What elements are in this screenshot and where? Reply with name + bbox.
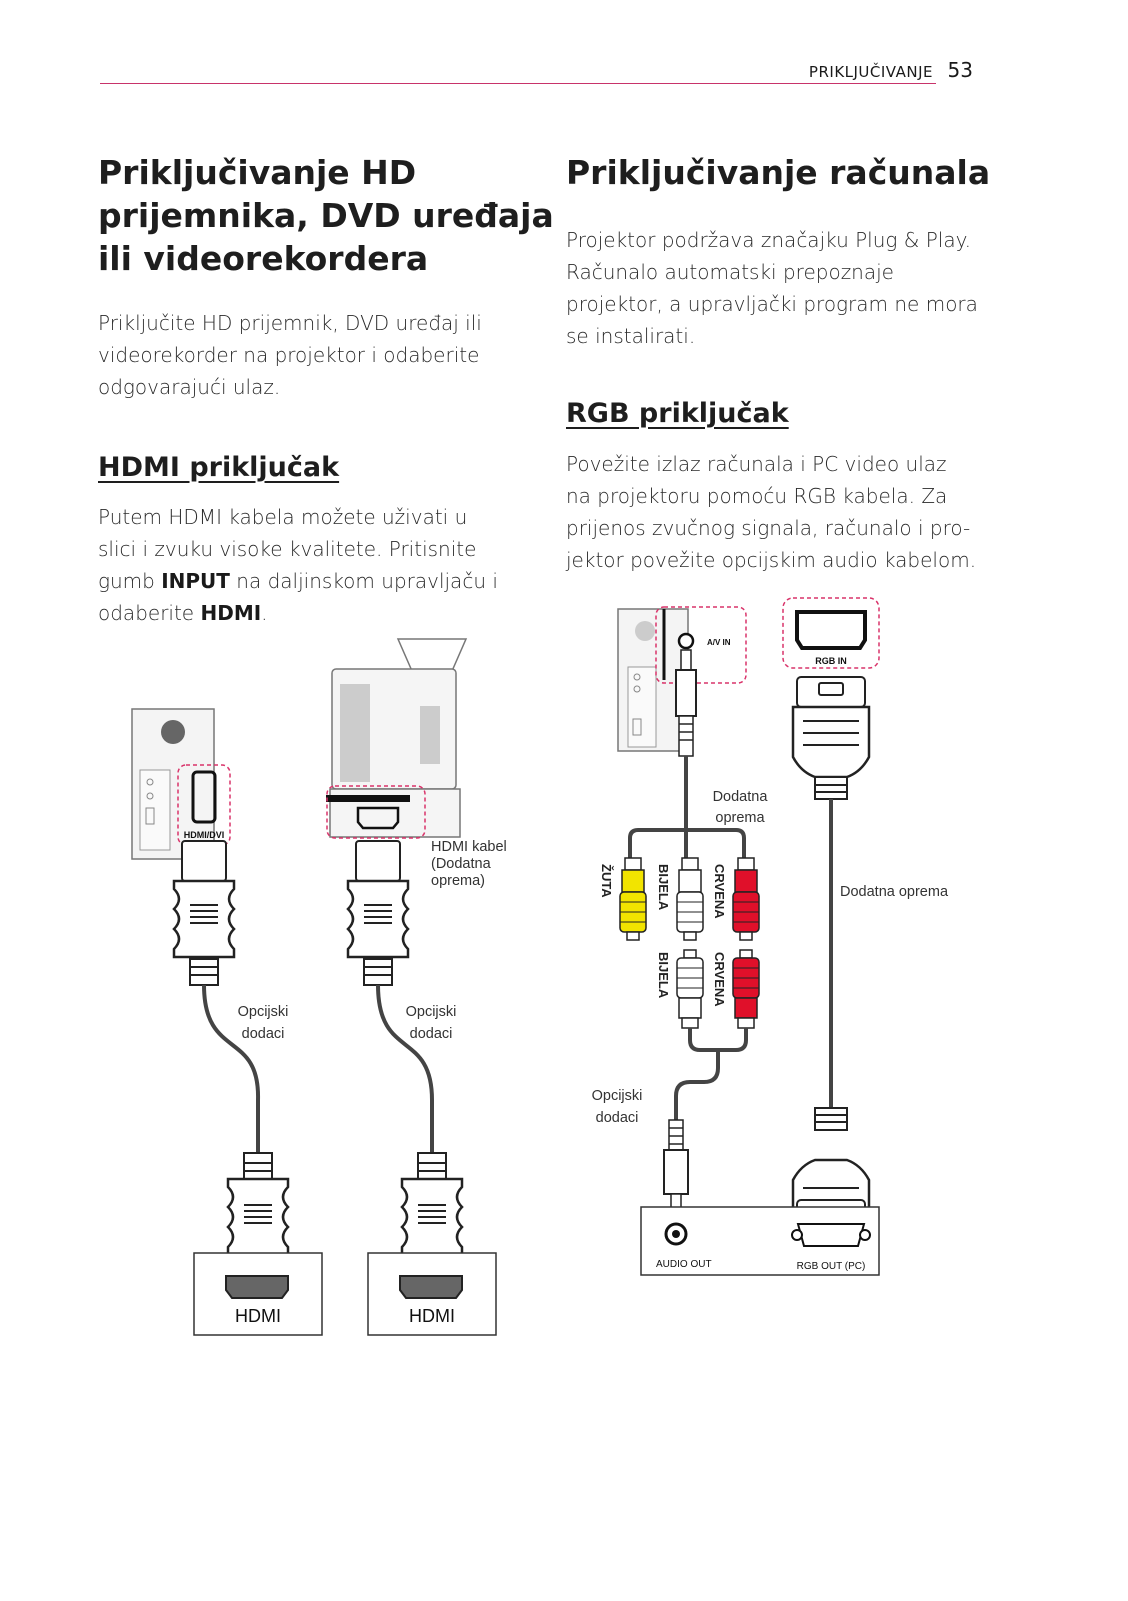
rca-cable-merge bbox=[674, 1028, 748, 1120]
hdmi-line-4-pre: odaberite bbox=[98, 601, 201, 625]
rgb-in-label: RGB IN bbox=[815, 656, 847, 666]
hdmi-device-label-right: HDMI bbox=[409, 1306, 455, 1326]
hdmi-line-3-post: na daljinskom upravljaču i bbox=[229, 569, 498, 593]
source-device-right bbox=[367, 1252, 497, 1336]
rca-plug-red-bottom bbox=[732, 949, 760, 1029]
label-red-top: CRVENA bbox=[712, 864, 727, 919]
optional-right-line-2: dodaci bbox=[410, 1026, 453, 1042]
left-title: Priključivanje HD prijemnika, DVD uređaj… bbox=[98, 151, 554, 280]
hdmi-heading: HDMI priključak bbox=[98, 452, 340, 483]
av-in-jack bbox=[677, 632, 695, 650]
left-intro-line-2: videorekorder na projektor i odaberite bbox=[98, 343, 480, 367]
right-intro-line-4: se instalirati. bbox=[566, 324, 696, 348]
optional-right-line-1: Opcijski bbox=[406, 1004, 457, 1020]
hdmi-line-2: slici i zvuku visoke kvalitete. Pritisni… bbox=[98, 537, 477, 561]
hdmi-cable-label-line-2: (Dodatna bbox=[431, 856, 492, 872]
rgb-paragraph: Povežite izlaz računala i PC video ulaz … bbox=[566, 448, 976, 576]
hdmi-line-1: Putem HDMI kabela možete uživati u bbox=[98, 505, 468, 529]
left-intro: Priključite HD prijemnik, DVD uređaj ili… bbox=[98, 307, 482, 403]
hdmi-cable-label-line-3: oprema) bbox=[431, 873, 485, 889]
optional-rgb-line-1: Opcijski bbox=[592, 1088, 643, 1104]
extra-equipment-right: Dodatna oprema bbox=[840, 884, 949, 900]
label-red-bottom: CRVENA bbox=[712, 952, 727, 1007]
audio-out-label: AUDIO OUT bbox=[656, 1259, 712, 1270]
rgb-line-3: prijenos zvučnog signala, računalo i pro… bbox=[566, 516, 971, 540]
rgb-line-1: Povežite izlaz računala i PC video ulaz bbox=[566, 452, 947, 476]
page-number: 53 bbox=[947, 58, 973, 82]
rca-plug-yellow bbox=[619, 857, 647, 941]
av-minijack-plug bbox=[675, 649, 697, 757]
label-white-bottom: BIJELA bbox=[656, 952, 671, 999]
right-intro-line-2: Računalo automatski prepoznaje bbox=[566, 260, 894, 284]
extra-equipment-line-1: Dodatna bbox=[713, 789, 769, 805]
av-in-highlight bbox=[655, 606, 747, 684]
audio-minijack-plug bbox=[663, 1119, 689, 1211]
right-intro: Projektor podržava značajku Plug & Play.… bbox=[566, 224, 978, 352]
hdmi-keyword: HDMI bbox=[200, 601, 262, 625]
rgb-in-highlight bbox=[782, 597, 880, 669]
rgb-line-2: na projektoru pomoću RGB kabela. Za bbox=[566, 484, 948, 508]
right-intro-line-3: projektor, a upravljački program ne mora bbox=[566, 292, 978, 316]
label-yellow: ŽUTA bbox=[599, 864, 614, 898]
rgb-out-label: RGB OUT (PC) bbox=[797, 1261, 866, 1272]
rca-plug-white-top bbox=[676, 857, 704, 941]
source-device-left bbox=[193, 1252, 323, 1336]
pc-back-panel bbox=[640, 1206, 880, 1276]
hdmi-device-label-left: HDMI bbox=[235, 1306, 281, 1326]
projector-top-right bbox=[326, 638, 468, 838]
hdmi-cable-label-line-1: HDMI kabel bbox=[431, 839, 507, 855]
left-intro-line-1: Priključite HD prijemnik, DVD uređaj ili bbox=[98, 311, 482, 335]
optional-left-line-2: dodaci bbox=[242, 1026, 285, 1042]
input-keyword: INPUT bbox=[161, 569, 230, 593]
rca-plug-white-bottom bbox=[676, 949, 704, 1029]
hdmi-port-socket bbox=[356, 806, 400, 830]
extra-equipment-line-2: oprema bbox=[715, 810, 765, 826]
hdmi-cable-right bbox=[376, 984, 434, 1155]
hdmi-port-icon bbox=[191, 770, 217, 824]
av-cable-split bbox=[628, 756, 746, 858]
label-white-top: BIJELA bbox=[656, 864, 671, 911]
rgb-in-port bbox=[795, 610, 867, 650]
av-in-label: A/V IN bbox=[707, 638, 731, 647]
hdmi-dvi-port-label: HDMI/DVI bbox=[184, 830, 225, 840]
rca-plug-red-top bbox=[732, 857, 760, 941]
left-intro-line-3: odgovarajući ulaz. bbox=[98, 375, 281, 399]
optional-rgb-line-2: dodaci bbox=[596, 1110, 639, 1126]
hdmi-cable-left bbox=[202, 984, 261, 1155]
hdmi-port-highlight-right bbox=[326, 785, 426, 839]
rgb-heading: RGB priključak bbox=[566, 398, 789, 429]
hdmi-paragraph: Putem HDMI kabela možete uživati u slici… bbox=[98, 501, 498, 629]
hdmi-line-3-pre: gumb bbox=[98, 569, 162, 593]
header-rule bbox=[100, 83, 936, 84]
projector-side-left bbox=[131, 708, 215, 860]
hdmi-line-4-post: . bbox=[261, 601, 268, 625]
optional-left-line-1: Opcijski bbox=[238, 1004, 289, 1020]
right-intro-line-1: Projektor podržava značajku Plug & Play. bbox=[566, 228, 971, 252]
left-title-line-1: Priključivanje HD bbox=[98, 153, 417, 192]
vga-plug-top bbox=[791, 675, 871, 801]
left-title-line-3: ili videorekordera bbox=[98, 239, 429, 278]
rgb-line-4: jektor povežite opcijskim audio kabelom. bbox=[566, 548, 977, 572]
left-title-line-2: prijemnika, DVD uređaja bbox=[98, 196, 554, 235]
running-header: PRIKLJUČIVANJE bbox=[808, 63, 933, 81]
right-title: Priključivanje računala bbox=[566, 153, 991, 192]
